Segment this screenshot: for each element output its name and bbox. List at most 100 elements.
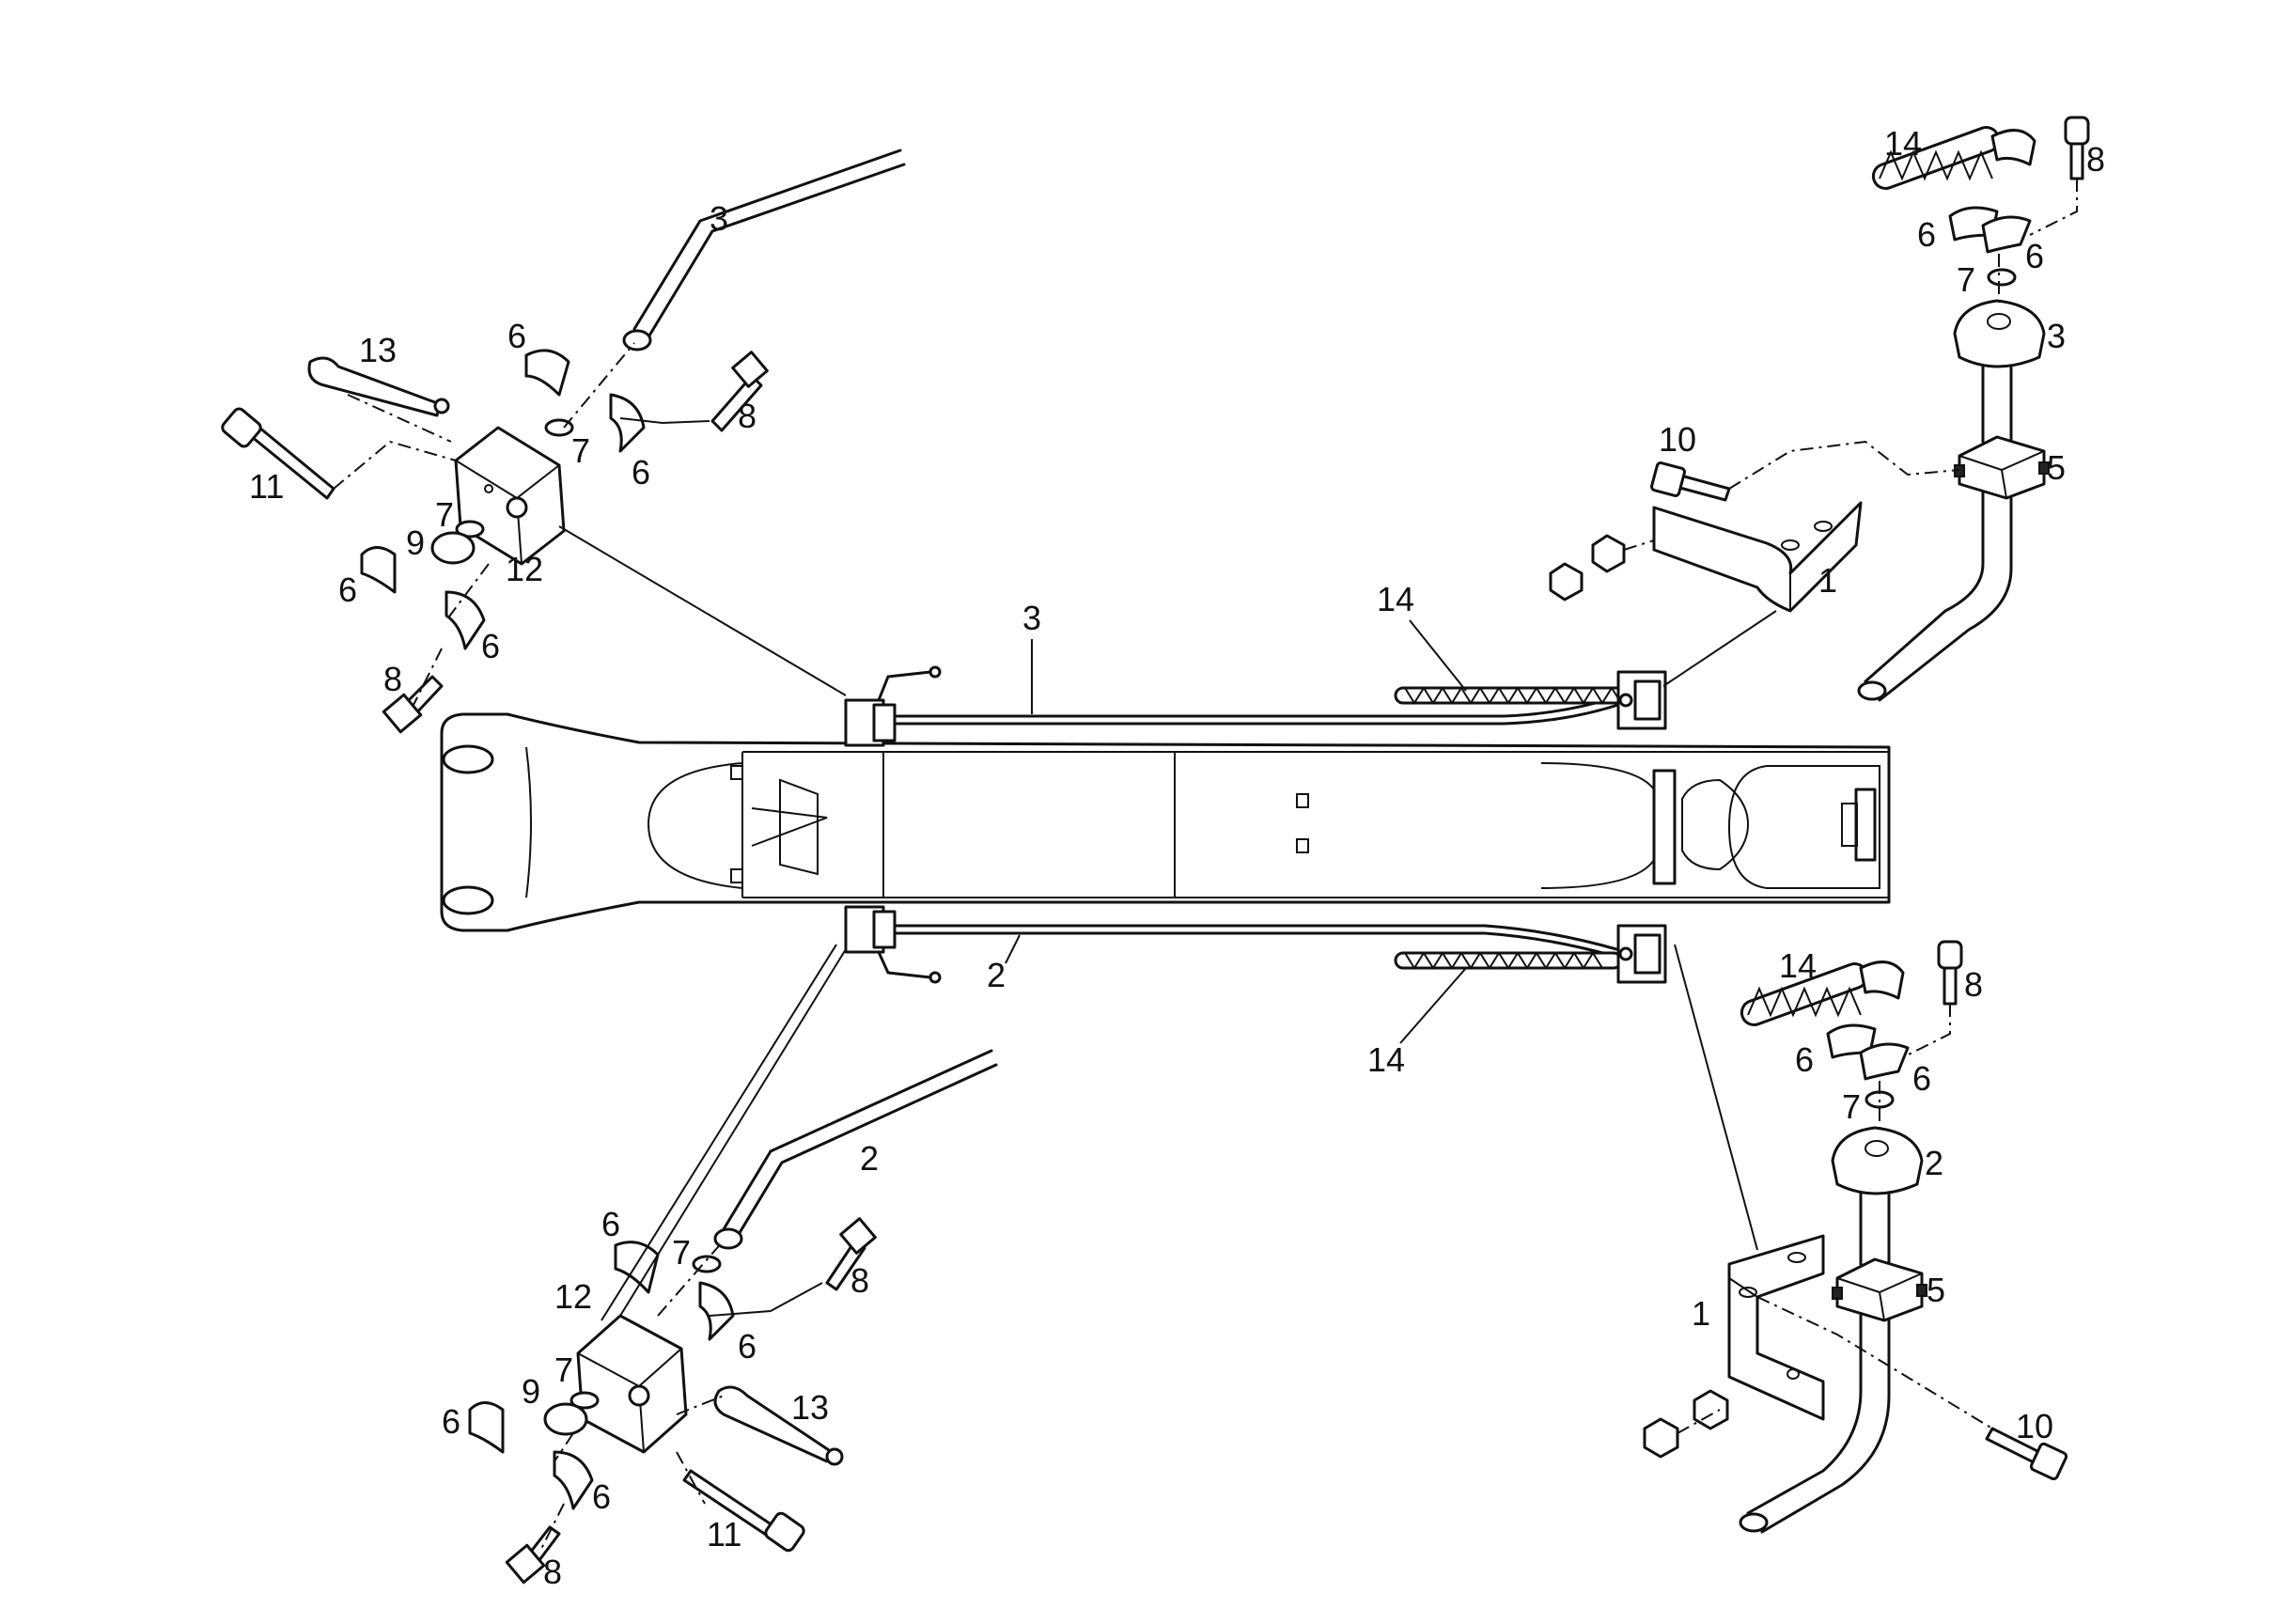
callout-8-bl-lower: 8 (543, 1553, 562, 1591)
leaders-bottom-right (1674, 944, 1993, 1434)
callout-14-br: 14 (1779, 946, 1817, 985)
callout-5-tr: 5 (2047, 448, 2066, 487)
bolt-11-tl (221, 407, 335, 500)
callout-labels: 3 13 6 8 7 6 11 7 9 12 6 6 8 3 2 14 14 1… (249, 124, 2105, 1591)
bolt-8-tl-lower (382, 675, 444, 734)
bolt-8-bottom-right (1937, 940, 1963, 1006)
callout-1-br: 1 (1692, 1294, 1710, 1333)
callout-7-tr: 7 (1957, 260, 1975, 299)
plug-9-bl (543, 1402, 588, 1436)
nuts-br (1643, 1389, 1729, 1459)
boom-clamp-right-lower (1616, 924, 1667, 984)
callout-11-bl: 11 (707, 1515, 741, 1554)
callout-13-tl: 13 (359, 331, 397, 369)
leaders-top-left (333, 342, 847, 706)
seal-ring-7-bl-b (570, 1391, 600, 1410)
clamp-half-6-bl-a (614, 1241, 660, 1294)
callout-14-tr: 14 (1884, 124, 1922, 163)
callout-8-tl-upper: 8 (738, 397, 757, 435)
lever-13-bl (713, 1385, 844, 1466)
callout-6-bl-b: 6 (738, 1327, 757, 1366)
callout-6-bl-d: 6 (592, 1477, 611, 1516)
callout-7-bl-b: 7 (554, 1351, 573, 1389)
callout-2-br: 2 (1925, 1144, 1943, 1182)
callout-10-br: 10 (2016, 1407, 2053, 1445)
callout-14-boom-lower: 14 (1367, 1040, 1405, 1079)
callout-8-tr: 8 (2086, 140, 2105, 179)
callout-6-br-b: 6 (1912, 1059, 1931, 1098)
clamp-half-6-tl-c (360, 546, 397, 594)
callout-12-bl: 12 (554, 1277, 592, 1316)
callout-7-tl-a: 7 (571, 431, 590, 470)
bracket-1-tr (1652, 501, 1863, 613)
clamp-half-6-bl-c (468, 1401, 505, 1454)
clamp-half-6-tl-b (609, 393, 646, 453)
seal-ring-7-tr (1987, 268, 2017, 287)
callout-6-tr-a: 6 (1917, 215, 1936, 254)
bolt-10-tr (1650, 461, 1731, 502)
flange-2-br (1831, 1126, 1924, 1195)
plug-9-tl (430, 531, 476, 565)
callout-12-tl: 12 (506, 550, 543, 588)
boom-clamp-left-upper (844, 665, 942, 747)
lever-13-tl (307, 356, 450, 417)
callout-3-tl: 3 (710, 199, 728, 238)
hose-14-top-right (1871, 126, 2036, 190)
callout-13-bl: 13 (791, 1388, 829, 1427)
leader-14-boom-lower (1399, 967, 1467, 1044)
callout-10-tr: 10 (1659, 420, 1696, 459)
clamp-half-6-tr-b (1981, 215, 2032, 254)
clamp-5-br (1832, 1257, 1927, 1322)
leader-2-boom (1005, 934, 1021, 964)
bolt-10-br (1985, 1427, 2068, 1481)
bolt-8-bl-upper (825, 1217, 877, 1291)
callout-6-tl-d: 6 (481, 627, 500, 665)
callout-1-tr: 1 (1818, 561, 1837, 600)
callout-3-tr: 3 (2047, 317, 2066, 355)
callout-6-tl-c: 6 (338, 570, 357, 609)
bolt-11-bl (682, 1469, 805, 1553)
flange-3-tr (1953, 299, 2046, 368)
clamp-half-6-bl-b (698, 1281, 735, 1341)
boom-clamp-right-upper (1616, 670, 1667, 730)
callout-7-br: 7 (1842, 1087, 1861, 1126)
valve-block-12-bottom-left (576, 1314, 688, 1454)
hose-14-bottom-right (1740, 960, 1905, 1026)
seal-ring-7-tl-b (455, 520, 485, 539)
pipe-3-right (1857, 365, 2013, 702)
callout-2-bl: 2 (860, 1139, 879, 1178)
callout-6-br-a: 6 (1795, 1040, 1814, 1079)
callout-9-tl: 9 (406, 523, 425, 562)
callout-6-tl-a: 6 (507, 317, 526, 355)
hose-14-upper (1394, 686, 1632, 705)
hose-14-lower (1394, 951, 1623, 970)
callout-7-tl-b: 7 (435, 495, 454, 534)
boom-clamp-left-lower (844, 905, 942, 984)
leader-14-boom-upper (1409, 619, 1467, 692)
clamp-half-6-tl-d (445, 590, 486, 650)
clamp-half-6-br-b (1859, 1042, 1910, 1081)
pipe-2-bottom-left (713, 1049, 998, 1250)
callout-14-boom-upper: 14 (1377, 580, 1414, 618)
callout-6-tl-b: 6 (632, 453, 650, 492)
nuts-tr (1549, 534, 1626, 601)
callout-3-boom: 3 (1022, 599, 1041, 637)
callout-11-tl: 11 (249, 467, 284, 506)
callout-7-bl-a: 7 (672, 1233, 691, 1272)
clamp-half-6-tl-a (524, 349, 570, 397)
callout-6-bl-a: 6 (601, 1205, 620, 1243)
clamp-half-6-bl-d (553, 1450, 594, 1510)
leaders-bottom-left (539, 944, 847, 1552)
callout-6-tr-b: 6 (2025, 237, 2044, 275)
callout-8-tl-lower: 8 (383, 660, 402, 698)
bracket-1-br (1727, 1234, 1825, 1421)
callout-6-bl-c: 6 (442, 1402, 460, 1441)
pipe-3-top-left (622, 148, 906, 351)
bolt-8-top-right (2064, 116, 2090, 180)
callout-2-boom: 2 (987, 956, 1006, 994)
bolt-8-tl-upper (710, 351, 769, 432)
callout-5-br: 5 (1927, 1271, 1945, 1309)
pipe-2-right (1739, 1192, 1891, 1534)
